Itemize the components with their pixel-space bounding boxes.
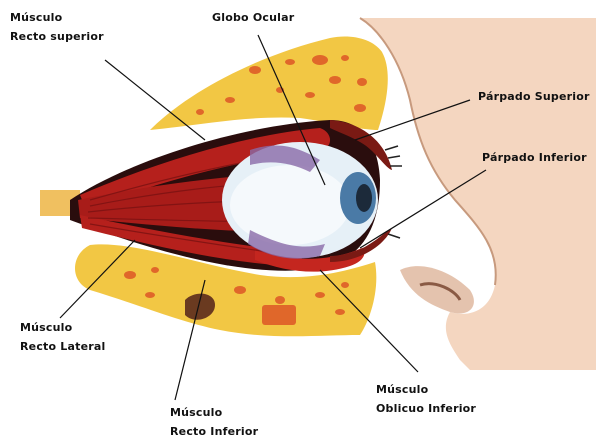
- label-obliculo-inferior: Músculo Oblicuo Inferior: [376, 380, 476, 418]
- pupil: [356, 184, 372, 212]
- nose-shadow: [400, 266, 474, 313]
- label-recto-superior-line1: Músculo: [10, 8, 104, 27]
- label-recto-inferior-line1: Músculo: [170, 403, 258, 422]
- label-parpado-superior: Párpado Superior: [478, 87, 590, 106]
- label-recto-lateral: Músculo Recto Lateral: [20, 318, 105, 356]
- upper-bone: [150, 37, 388, 130]
- label-recto-superior-line2: Recto superior: [10, 27, 104, 46]
- label-recto-inferior-line2: Recto Inferior: [170, 422, 258, 441]
- label-parpado-inferior: Párpado Inferior: [482, 148, 587, 167]
- label-obliculo-inferior-line2: Oblicuo Inferior: [376, 399, 476, 418]
- label-recto-lateral-line1: Músculo: [20, 318, 105, 337]
- label-recto-lateral-line2: Recto Lateral: [20, 337, 105, 356]
- label-obliculo-inferior-line1: Músculo: [376, 380, 476, 399]
- label-recto-inferior: Músculo Recto Inferior: [170, 403, 258, 441]
- face-profile: [360, 18, 596, 370]
- label-recto-superior: Músculo Recto superior: [10, 8, 104, 46]
- label-globo-ocular: Globo Ocular: [212, 8, 294, 27]
